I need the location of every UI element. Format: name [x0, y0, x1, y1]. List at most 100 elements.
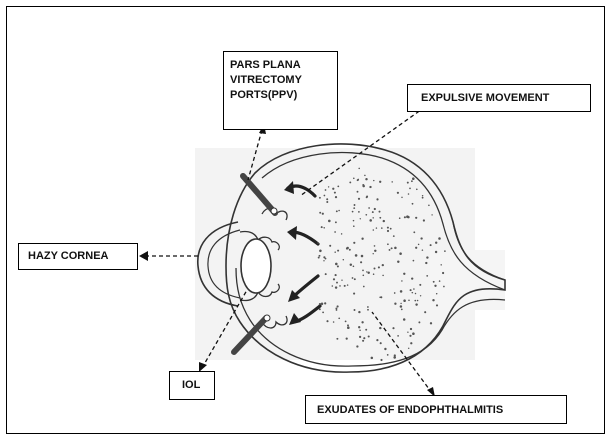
exudate-dot [319, 250, 322, 253]
label-pars-line-2: VITRECTOMY [230, 73, 331, 88]
exudate-dot [414, 300, 416, 302]
exudate-dot [407, 182, 409, 184]
exudate-dot [353, 293, 355, 295]
exudate-dot [394, 354, 396, 356]
exudate-dot [387, 227, 389, 229]
exudate-dot [373, 229, 375, 231]
exudate-dot [430, 322, 432, 324]
exudate-dot [422, 195, 423, 196]
exudate-dot [347, 326, 350, 329]
exudate-dot [383, 220, 385, 222]
exudate-dot [325, 273, 327, 275]
exudate-dot [376, 339, 378, 341]
exudate-dot [418, 321, 420, 323]
exudate-dot [357, 179, 359, 181]
exudate-dot [409, 335, 411, 337]
exudate-dot [346, 247, 348, 249]
exudate-dot [337, 186, 339, 188]
exudate-dot [426, 256, 428, 258]
exudate-dot [323, 256, 325, 258]
exudate-dot [338, 210, 340, 212]
exudate-dot [335, 274, 337, 276]
exudate-dot [371, 357, 374, 360]
exudate-dot [333, 278, 335, 280]
exudate-dot [424, 311, 426, 313]
exudate-dot [335, 263, 338, 266]
exudate-dot [378, 266, 380, 268]
exudate-dot [328, 220, 331, 223]
exudate-dot [349, 181, 351, 183]
exudate-dot [408, 300, 410, 302]
exudate-dot [347, 324, 349, 326]
exudate-dot [387, 243, 389, 245]
exudate-dot [435, 251, 437, 253]
exudate-dot [337, 250, 339, 252]
exudate-dot [319, 197, 321, 199]
exudate-dot [380, 296, 382, 298]
exudate-dot [362, 274, 364, 276]
ppv-port-tip-top [271, 208, 277, 214]
exudate-dot [332, 285, 334, 287]
exudate-dot [397, 192, 399, 194]
exudate-dot [410, 342, 412, 344]
exudate-dot [380, 342, 382, 344]
exudate-dot [415, 217, 417, 219]
exudate-dot [406, 215, 409, 218]
exudate-dot [317, 242, 319, 244]
exudate-dot [428, 205, 430, 207]
exudate-dot [341, 280, 342, 281]
exudate-dot [358, 211, 360, 213]
scan-background-right [430, 250, 505, 310]
exudate-dot [419, 284, 421, 286]
exudate-dot [335, 196, 337, 198]
exudate-dot [401, 280, 402, 281]
leader-hazy-head [139, 251, 148, 261]
exudate-dot [443, 286, 445, 288]
exudate-dot [412, 332, 415, 335]
exudate-dot [334, 192, 336, 194]
exudate-dot [374, 245, 376, 247]
exudate-dot [362, 340, 364, 342]
exudate-dot [345, 321, 347, 323]
exudate-dot [323, 260, 324, 261]
exudate-dot [326, 320, 328, 322]
exudate-dot [379, 211, 381, 213]
exudate-dot [325, 189, 327, 191]
exudate-dot [401, 309, 403, 311]
exudate-dot [356, 345, 358, 347]
exudate-dot [322, 311, 324, 313]
exudate-dot [420, 295, 421, 296]
exudate-dot [373, 180, 374, 181]
exudate-dot [389, 249, 391, 251]
exudate-dot [411, 180, 413, 182]
exudate-dot [366, 271, 367, 272]
exudate-dot [397, 261, 399, 263]
exudate-dot [357, 191, 359, 193]
exudate-dot [410, 289, 412, 291]
exudate-dot [394, 247, 397, 250]
label-hazy-cornea: HAZY CORNEA [18, 243, 138, 270]
exudate-dot [352, 211, 354, 213]
exudate-dot [438, 237, 441, 240]
exudate-dot [353, 225, 355, 227]
exudate-dot [380, 359, 382, 361]
exudate-dot [430, 244, 432, 246]
exudate-dot [349, 249, 351, 251]
exudate-dot [363, 286, 365, 288]
exudate-dot [368, 207, 370, 209]
exudate-dot [354, 309, 356, 311]
iol-lens [241, 239, 271, 293]
exudate-dot [381, 227, 383, 229]
exudate-dot [367, 306, 369, 308]
exudate-dot [373, 273, 375, 275]
exudate-dot [422, 197, 424, 199]
exudate-dot [363, 337, 365, 339]
exudate-dot [434, 285, 436, 287]
exudate-dot [365, 329, 367, 331]
exudate-dot [413, 288, 415, 290]
exudate-dot [404, 216, 406, 218]
exudate-dot [361, 321, 363, 323]
exudate-dot [326, 198, 328, 200]
exudate-dot [382, 264, 384, 266]
exudate-dot [394, 303, 396, 305]
